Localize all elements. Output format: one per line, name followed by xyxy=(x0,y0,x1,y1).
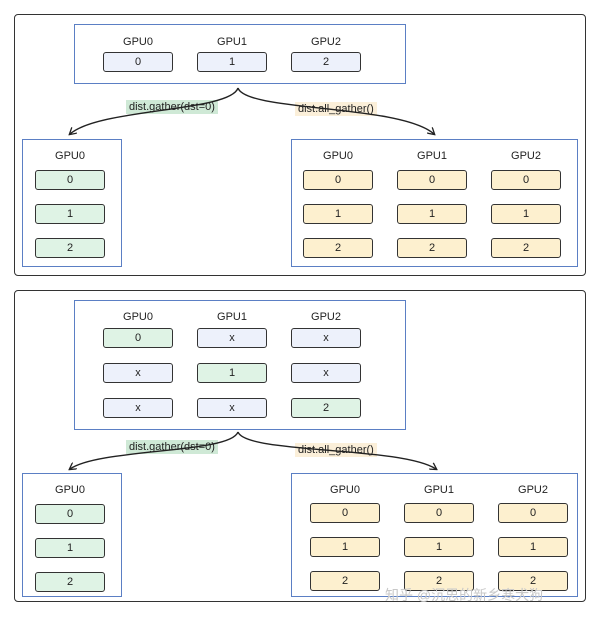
all-gather-header: GPU2 xyxy=(518,484,548,496)
tensor-cell: 2 xyxy=(397,238,467,258)
tensor-cell: 1 xyxy=(35,204,105,224)
all-gather-arrow xyxy=(237,431,436,469)
tensor-cell: 0 xyxy=(310,503,380,523)
all-gather-header: GPU1 xyxy=(417,150,447,162)
tensor-cell: 0 xyxy=(103,328,173,348)
source-header: GPU0 xyxy=(123,311,153,323)
tensor-cell: 1 xyxy=(197,52,267,72)
tensor-cell: 1 xyxy=(491,204,561,224)
watermark: 知乎 @沉思的新乡寒犬狗 xyxy=(385,587,544,603)
all-gather-header: GPU0 xyxy=(323,150,353,162)
all-gather-header: GPU2 xyxy=(511,150,541,162)
tensor-cell: 1 xyxy=(404,537,474,557)
tensor-cell: x xyxy=(197,328,267,348)
tensor-cell: 2 xyxy=(491,238,561,258)
tensor-cell: 0 xyxy=(397,170,467,190)
tensor-cell: x xyxy=(291,328,361,348)
gather-arrow xyxy=(70,431,239,469)
source-header: GPU1 xyxy=(217,311,247,323)
tensor-cell: 1 xyxy=(498,537,568,557)
tensor-cell: 1 xyxy=(397,204,467,224)
all-gather-header: GPU1 xyxy=(424,484,454,496)
tensor-cell: 1 xyxy=(197,363,267,383)
source-header: GPU1 xyxy=(217,36,247,48)
tensor-cell: 1 xyxy=(35,538,105,558)
tensor-cell: 0 xyxy=(103,52,173,72)
tensor-cell: 2 xyxy=(291,52,361,72)
tensor-cell: 0 xyxy=(491,170,561,190)
gather-header: GPU0 xyxy=(55,484,85,496)
gather-op-label: dist.gather(dst=0) xyxy=(126,440,218,454)
gather-arrow xyxy=(70,87,239,134)
tensor-cell: 2 xyxy=(498,571,568,591)
tensor-cell: x xyxy=(291,363,361,383)
source-header: GPU2 xyxy=(311,36,341,48)
tensor-cell: x xyxy=(103,363,173,383)
tensor-cell: 0 xyxy=(404,503,474,523)
all-gather-arrow xyxy=(237,87,434,134)
gather-op-label: dist.gather(dst=0) xyxy=(126,100,218,114)
tensor-cell: x xyxy=(197,398,267,418)
tensor-cell: 2 xyxy=(35,572,105,592)
tensor-cell: 2 xyxy=(291,398,361,418)
tensor-cell: x xyxy=(103,398,173,418)
tensor-cell: 2 xyxy=(404,571,474,591)
tensor-cell: 2 xyxy=(310,571,380,591)
source-header: GPU2 xyxy=(311,311,341,323)
all-gather-header: GPU0 xyxy=(330,484,360,496)
tensor-cell: 0 xyxy=(498,503,568,523)
gather-header: GPU0 xyxy=(55,150,85,162)
tensor-cell: 1 xyxy=(310,537,380,557)
source-header: GPU0 xyxy=(123,36,153,48)
tensor-cell: 2 xyxy=(35,238,105,258)
tensor-cell: 0 xyxy=(35,170,105,190)
tensor-cell: 0 xyxy=(35,504,105,524)
tensor-cell: 0 xyxy=(303,170,373,190)
tensor-cell: 1 xyxy=(303,204,373,224)
tensor-cell: 2 xyxy=(303,238,373,258)
